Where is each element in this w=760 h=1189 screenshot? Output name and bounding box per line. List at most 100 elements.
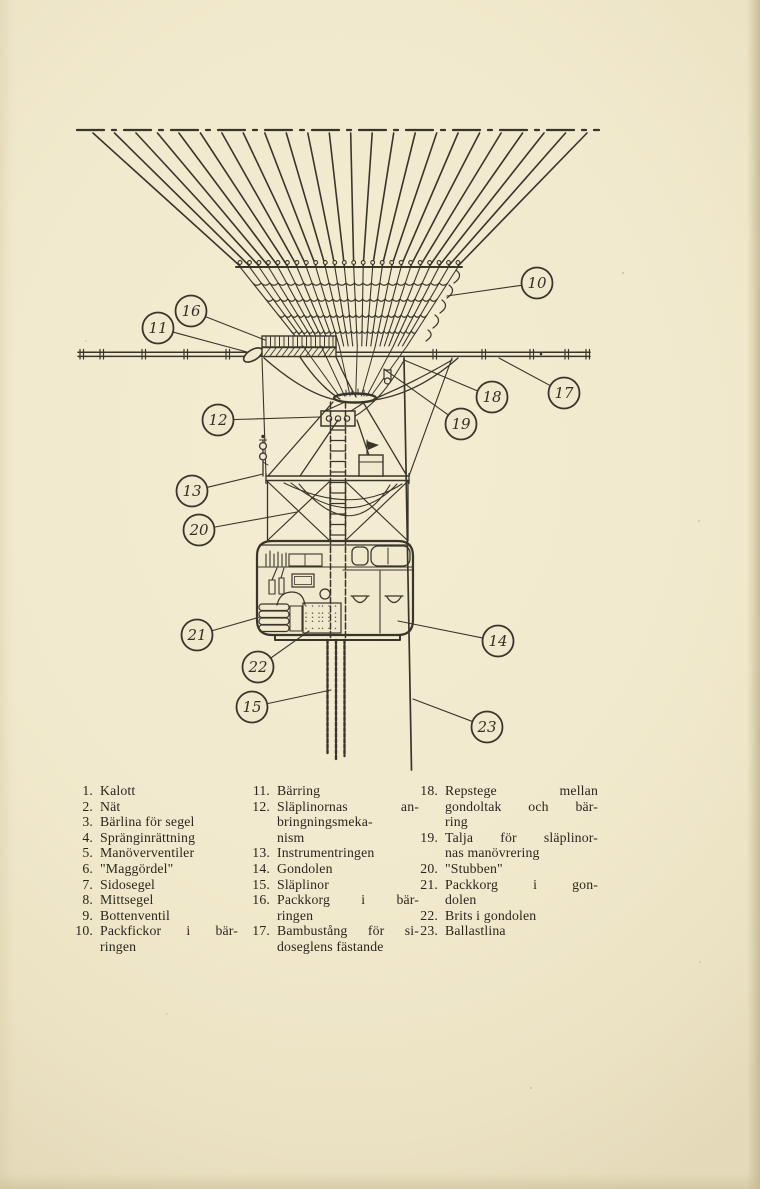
legend-item-number: 10. — [75, 923, 93, 939]
ring-convergence-ropes — [263, 356, 459, 419]
callout-circle — [141, 311, 175, 345]
legend-item-text-line: Mittsegel — [100, 892, 154, 908]
legend-item-text: Sidosegel — [100, 877, 238, 893]
legend-item-text: Bambustång för si-doseglens fästande — [277, 923, 419, 954]
sack-hump — [276, 591, 306, 606]
callout-pointer-line — [412, 698, 473, 722]
legend-item-text-line: doseglens fästande — [277, 938, 384, 954]
legend-item-number: 8. — [82, 892, 93, 908]
callout-10: 10 — [446, 266, 554, 300]
stubben-drapes — [283, 482, 403, 517]
net-lines — [92, 132, 588, 267]
legend-item-text-line: Kalott — [100, 783, 136, 798]
callout-number: 23 — [476, 718, 496, 736]
anemometer-pole — [258, 434, 269, 477]
legend-item-number: 6. — [82, 860, 93, 876]
callout-number: 11 — [148, 319, 167, 337]
callout-pointer-line — [267, 689, 332, 705]
callout-number: 19 — [451, 415, 471, 433]
callout-pointer-line — [383, 368, 449, 415]
legend-item-text-line: Repstege mellan — [445, 783, 598, 798]
legend-item-text: Släplinor — [277, 877, 419, 893]
legend-item-text: Packfickor i bär-ringen — [100, 923, 238, 954]
legend-item-text-line: Brits i gondolen — [445, 907, 537, 923]
legend-item-6: 6. "Maggördel" — [63, 861, 238, 877]
callout-pointer-line — [446, 284, 522, 297]
callout-number: 18 — [482, 388, 501, 406]
legend-item-text-line: Bärring — [277, 783, 321, 798]
callout-circle — [180, 618, 214, 652]
paper-specks — [85, 271, 701, 1089]
release-mechanism — [320, 401, 366, 427]
callout-pointer-line — [173, 331, 248, 353]
legend-item-number: 20. — [420, 860, 438, 876]
legend-item-number: 21. — [420, 876, 438, 892]
legend-item-number: 17. — [252, 923, 270, 939]
legend-item-text: Gondolen — [277, 861, 419, 877]
legend-item-number: 19. — [420, 829, 438, 845]
callout-circle — [470, 710, 504, 744]
legend-item-text: Brits i gondolen — [445, 908, 598, 924]
callout-number: 15 — [242, 698, 261, 716]
legend-item-20: 20."Stubben" — [408, 861, 598, 877]
callout-number: 13 — [182, 482, 201, 500]
legend-item-text-line: Packkorg i gon- — [445, 876, 598, 892]
legend-item-5: 5.Manöverventiler — [63, 845, 238, 861]
callout-21: 21 — [180, 616, 261, 652]
callout-pointer-line — [207, 473, 264, 488]
callout-number: 10 — [527, 274, 547, 292]
legend-item-22: 22. Brits i gondolen — [408, 908, 598, 924]
callout-circle — [174, 294, 208, 328]
callout-circle — [241, 650, 275, 684]
callout-23: 23 — [412, 698, 504, 744]
legend-item-text-line: Manöverventiler — [100, 845, 195, 861]
gondola-exterior — [350, 545, 411, 634]
legend-item-number: 1. — [82, 783, 93, 798]
legend-item-text: "Maggördel" — [100, 861, 238, 877]
callout-circle — [182, 513, 216, 547]
legend-item-text-line: Talja för släplinor- — [445, 829, 598, 845]
legend-item-12: 12.Släplinornas an-bringningsmeka-nism — [240, 799, 419, 846]
legend-item-text: Bärlina för segel — [100, 814, 238, 830]
legend-item-text-line: Bottenventil — [100, 907, 171, 923]
callout-circle — [520, 266, 554, 300]
side-pocket — [384, 595, 404, 604]
callout-pointer-line — [403, 359, 478, 392]
berth-mattress — [302, 602, 342, 634]
side-pocket — [350, 595, 370, 604]
callout-14: 14 — [397, 620, 515, 658]
callout-17: 17 — [498, 357, 581, 410]
legend-item-15: 15.Släplinor — [240, 877, 419, 893]
callout-15: 15 — [235, 689, 332, 724]
callout-number: 20 — [188, 521, 209, 539]
callout-13: 13 — [175, 473, 264, 508]
legend-item-8: 8. Mittsegel — [63, 892, 238, 908]
callout-circle — [444, 407, 478, 441]
callout-pointer-line — [498, 357, 551, 386]
legend-item-number: 22. — [420, 907, 438, 923]
legend-item-text: Släplinornas an-bringningsmeka-nism — [277, 799, 419, 846]
callout-circle — [235, 690, 269, 724]
legend-item-text-line: Packfickor i bär- — [100, 923, 238, 939]
callout-16: 16 — [174, 294, 266, 341]
callout-12: 12 — [201, 403, 320, 437]
legend-item-text-line: bringningsmeka- — [277, 814, 373, 830]
legend-item-17: 17. Bambustång för si-doseglens fästande — [240, 923, 419, 954]
legend-item-2: 2.Nät — [63, 799, 238, 815]
callout-circle — [481, 624, 515, 658]
legend-item-text: Nät — [100, 799, 238, 815]
legend-item-text-line: ringen — [277, 907, 314, 923]
instrument-ring-platform — [265, 472, 410, 485]
legend-item-text-line: Bambustång för si- — [277, 923, 419, 939]
callout-number: 12 — [208, 411, 227, 429]
berth-stipple — [305, 605, 337, 630]
drag-lines — [326, 638, 346, 763]
legend-item-14: 14.Gondolen — [240, 861, 419, 877]
callout-number: 14 — [488, 632, 507, 650]
legend-item-text-line: ringen — [100, 938, 137, 954]
legend-item-23: 23.Ballastlina — [408, 923, 598, 939]
callout-18: 18 — [403, 359, 509, 414]
legend-item-text-line: Packkorg i bär- — [277, 892, 419, 908]
